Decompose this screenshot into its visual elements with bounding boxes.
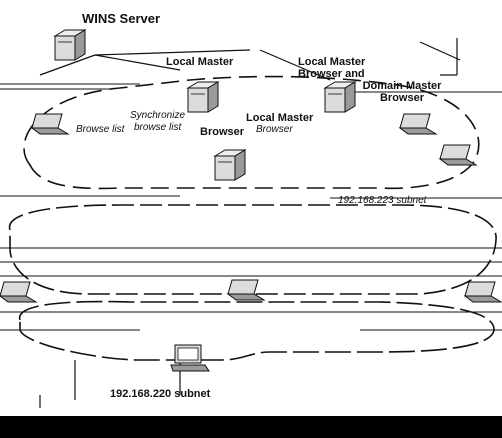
dmb-label: Domain Master Browser [362, 80, 442, 104]
laptop-5-icon [227, 279, 265, 301]
middle-subnet-ring [8, 204, 497, 295]
lmb-label-2: Local Master [246, 112, 314, 124]
browser-label-2: Browser [256, 124, 293, 135]
browse-list-label-1: Browse list [76, 124, 125, 135]
lmb-dmb-line2: Browser and [298, 68, 365, 80]
dmb-server-icon [324, 81, 356, 113]
subnet-top-label: 192.168.223 subnet [338, 195, 427, 206]
monitor-icon [170, 344, 210, 372]
dmb-line1: Domain Master [362, 80, 442, 92]
wins-links [39, 38, 461, 408]
wins-server-title: WINS Server [82, 11, 161, 26]
footer-bar [0, 416, 502, 438]
bottom-subnet-ring [18, 300, 495, 361]
laptop-6-icon [464, 281, 502, 303]
browse-list-label-2: browse list [134, 122, 182, 133]
scan-strokes [0, 83, 502, 331]
top-subnet-ring [23, 75, 480, 190]
lmb-dmb-label: Local Master Browser and [298, 56, 366, 80]
browser-label-1: Browser [200, 126, 245, 138]
laptop-2-icon [399, 113, 437, 135]
dmb-line2: Browser [379, 92, 425, 104]
lmb-server-2-icon [214, 149, 246, 181]
wins-server-icon [54, 29, 86, 61]
lmb-label-1: Local Master [166, 56, 234, 68]
laptop-4-icon [0, 281, 37, 303]
lmb-dmb-line1: Local Master [298, 56, 366, 68]
synchronize-label: Synchronize [130, 110, 186, 121]
laptop-1-icon [31, 113, 69, 135]
lmb-server-1-icon [187, 81, 219, 113]
laptop-3-icon [439, 144, 477, 166]
subnet-bottom-label: 192.168.220 subnet [110, 388, 211, 400]
